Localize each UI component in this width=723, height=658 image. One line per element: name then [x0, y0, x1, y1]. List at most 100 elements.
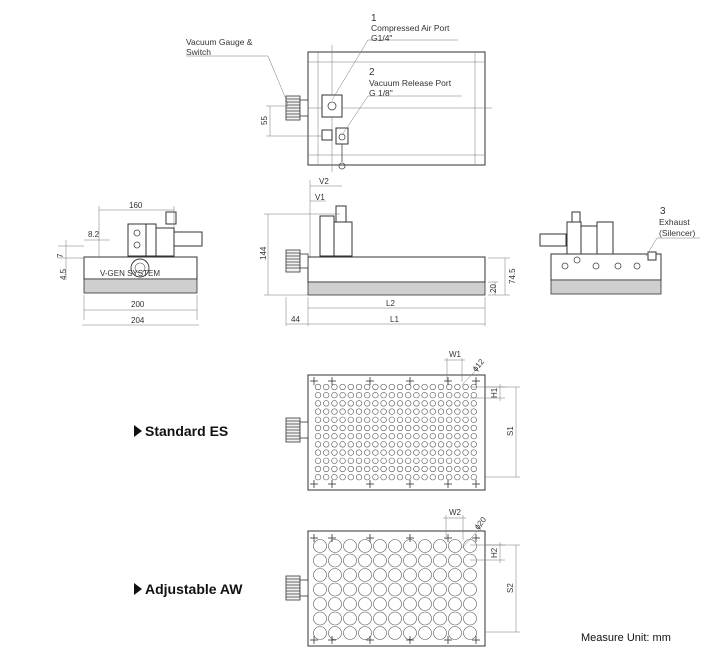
suction-hole	[446, 383, 453, 391]
suction-cup	[328, 611, 342, 626]
suction-hole	[364, 408, 371, 415]
suction-hole	[421, 400, 428, 407]
callout-3-line1: Exhaust	[659, 217, 690, 227]
suction-cup	[328, 539, 342, 553]
suction-hole	[331, 449, 338, 456]
suction-hole	[339, 449, 346, 456]
suction-hole	[355, 424, 363, 432]
suction-hole	[413, 449, 420, 456]
suction-hole	[388, 392, 395, 399]
dim-144: 144	[259, 246, 268, 260]
dim-160: 160	[129, 201, 143, 210]
suction-hole	[372, 465, 379, 473]
suction-hole	[347, 474, 354, 481]
suction-hole	[380, 392, 387, 399]
suction-hole	[421, 416, 428, 423]
suction-hole	[405, 449, 412, 456]
suction-cup	[388, 553, 402, 568]
suction-hole	[314, 392, 322, 399]
suction-hole	[364, 441, 371, 448]
suction-hole	[437, 441, 445, 448]
suction-hole	[413, 465, 420, 473]
suction-hole	[355, 416, 363, 423]
suction-hole	[364, 474, 371, 481]
suction-hole	[347, 383, 354, 391]
suction-hole	[339, 433, 346, 440]
suction-hole	[380, 449, 387, 456]
suction-hole	[347, 457, 354, 464]
suction-hole	[446, 416, 453, 423]
dim-200: 200	[131, 300, 145, 309]
suction-cup	[373, 553, 387, 568]
suction-hole	[413, 424, 420, 432]
suction-cup	[343, 539, 357, 553]
suction-cup	[418, 597, 432, 611]
suction-hole	[388, 449, 395, 456]
suction-cup	[448, 568, 462, 582]
suction-hole	[314, 474, 322, 481]
suction-cup	[313, 553, 327, 568]
suction-hole	[364, 416, 371, 423]
top-view: 1 Compressed Air Port G1/4" 2 Vacuum Rel…	[186, 13, 492, 172]
suction-hole	[372, 474, 379, 481]
suction-hole	[331, 474, 338, 481]
suction-cup	[313, 568, 327, 582]
suction-hole	[323, 408, 330, 415]
suction-hole	[388, 400, 395, 407]
suction-cup	[373, 582, 387, 597]
suction-cup	[358, 539, 372, 553]
dim-s2: S2	[506, 583, 515, 593]
suction-hole	[355, 441, 363, 448]
suction-cup	[403, 553, 417, 568]
suction-hole	[323, 392, 330, 399]
suction-cup	[403, 597, 417, 611]
dim-55: 55	[260, 116, 269, 125]
suction-hole	[405, 416, 412, 423]
suction-hole	[413, 383, 420, 391]
suction-cup	[448, 597, 462, 611]
suction-cup	[358, 626, 372, 640]
suction-hole	[396, 424, 404, 432]
suction-hole	[355, 408, 363, 415]
suction-cup	[418, 582, 432, 597]
suction-hole	[339, 408, 346, 415]
suction-hole	[454, 433, 461, 440]
dim-4-5: 4.5	[59, 268, 68, 280]
suction-cup	[418, 539, 432, 553]
suction-hole	[323, 449, 330, 456]
suction-cup	[388, 539, 402, 553]
suction-hole	[446, 441, 453, 448]
suction-hole	[314, 465, 322, 473]
suction-hole	[462, 424, 469, 432]
suction-hole	[446, 465, 453, 473]
suction-hole	[331, 424, 338, 432]
suction-cup	[358, 553, 372, 568]
measure-unit-label: Measure Unit: mm	[581, 632, 671, 644]
suction-hole	[396, 441, 404, 448]
dim-h1: H1	[490, 387, 499, 398]
suction-hole	[355, 465, 363, 473]
suction-hole	[405, 474, 412, 481]
callout-2-line2: G 1/8"	[369, 88, 393, 98]
suction-hole	[462, 433, 469, 440]
callout-3-line2: (Silencer)	[659, 228, 696, 238]
suction-hole	[355, 433, 363, 440]
suction-hole	[470, 457, 477, 464]
suction-hole	[388, 474, 395, 481]
standard-gauge-icon	[285, 417, 309, 443]
suction-hole	[405, 383, 412, 391]
suction-cup	[463, 597, 477, 611]
suction-hole	[314, 457, 322, 464]
suction-hole	[470, 416, 477, 423]
suction-hole	[372, 449, 379, 456]
suction-hole	[454, 400, 461, 407]
suction-hole	[372, 441, 379, 448]
right-view: 3 Exhaust (Silencer)	[539, 206, 700, 295]
suction-cup	[313, 582, 327, 597]
suction-cup	[358, 611, 372, 626]
suction-hole	[437, 392, 445, 399]
suction-hole	[396, 465, 404, 473]
suction-hole	[364, 424, 371, 432]
suction-cup	[313, 539, 327, 553]
